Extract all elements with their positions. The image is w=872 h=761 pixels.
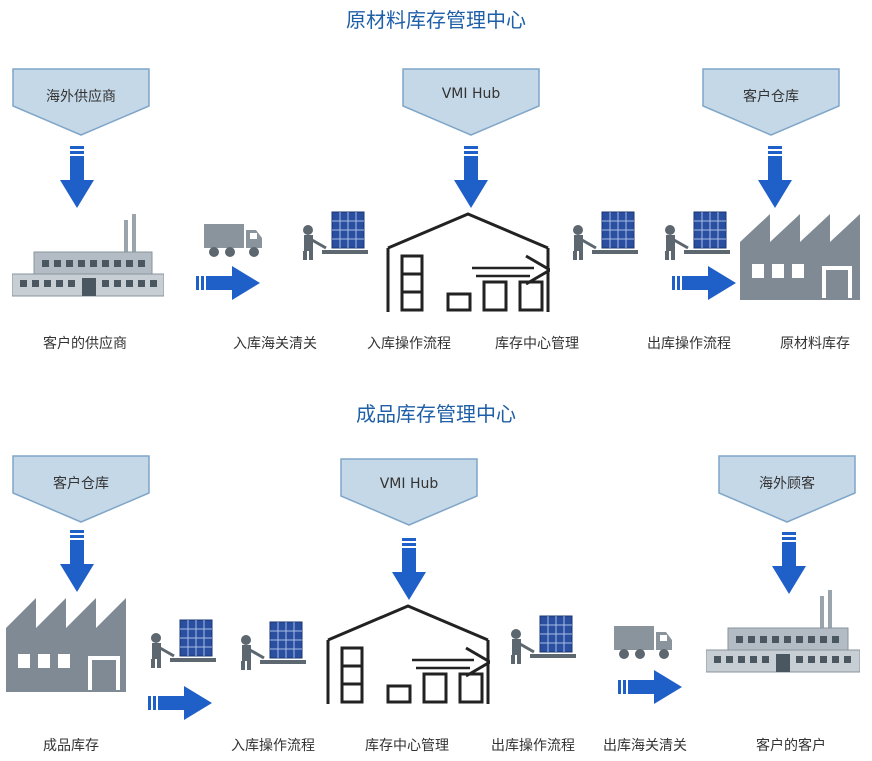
right-arrow-icon [618, 670, 682, 704]
pallet-worker-icon [511, 615, 576, 664]
factory-sawtooth-icon [740, 214, 860, 300]
pallet-worker-icon [303, 211, 368, 260]
step-caption: 出库海关清关 [603, 738, 687, 754]
pallet-worker-icon [573, 211, 638, 260]
step-caption: 出库操作流程 [647, 336, 731, 352]
source-label: 海外顾客 [759, 476, 815, 492]
source-label: 客户仓库 [53, 476, 109, 492]
factory-sawtooth-icon [6, 598, 126, 692]
step-caption: 出库操作流程 [491, 738, 575, 754]
step-caption: 客户的客户 [756, 738, 826, 754]
source-box-customer-warehouse: 客户仓库 [12, 455, 150, 523]
source-box-vmi-hub: VMI Hub [340, 458, 478, 526]
down-arrow-icon [772, 532, 806, 594]
down-arrow-icon [454, 146, 488, 208]
down-arrow-icon [392, 538, 426, 600]
truck-icon [204, 224, 262, 257]
factory-building-icon [12, 214, 164, 297]
step-caption: 库存中心管理 [495, 336, 579, 352]
source-label: VMI Hub [379, 476, 439, 492]
right-arrow-icon [196, 266, 260, 300]
step-caption: 入库海关清关 [233, 336, 317, 352]
source-label: 海外供应商 [46, 89, 116, 105]
truck-icon [614, 626, 672, 659]
pallet-worker-icon [241, 621, 306, 670]
step-caption: 成品库存 [43, 738, 99, 754]
section2-title: 成品库存管理中心 [356, 402, 516, 426]
source-box-overseas-supplier: 海外供应商 [12, 68, 150, 136]
factory-building-icon [706, 590, 860, 673]
source-box-overseas-customer: 海外顾客 [718, 455, 856, 523]
source-box-customer-warehouse: 客户仓库 [702, 68, 840, 136]
pallet-worker-icon [151, 619, 216, 668]
source-label: VMI Hub [441, 86, 501, 102]
down-arrow-icon [60, 530, 94, 592]
right-arrow-icon [148, 686, 212, 720]
down-arrow-icon [60, 146, 94, 208]
source-label: 客户仓库 [743, 89, 799, 105]
step-caption: 入库操作流程 [367, 336, 451, 352]
right-arrow-icon [672, 266, 736, 300]
pallet-worker-icon [665, 211, 730, 260]
step-caption: 入库操作流程 [231, 738, 315, 754]
step-caption: 客户的供应商 [43, 336, 127, 352]
warehouse-hub-icon [326, 604, 490, 704]
source-box-vmi-hub: VMI Hub [402, 68, 540, 136]
down-arrow-icon [758, 146, 792, 208]
step-caption: 原材料库存 [780, 336, 850, 352]
step-caption: 库存中心管理 [365, 738, 449, 754]
section1-title: 原材料库存管理中心 [346, 8, 526, 32]
warehouse-hub-icon [386, 212, 550, 312]
